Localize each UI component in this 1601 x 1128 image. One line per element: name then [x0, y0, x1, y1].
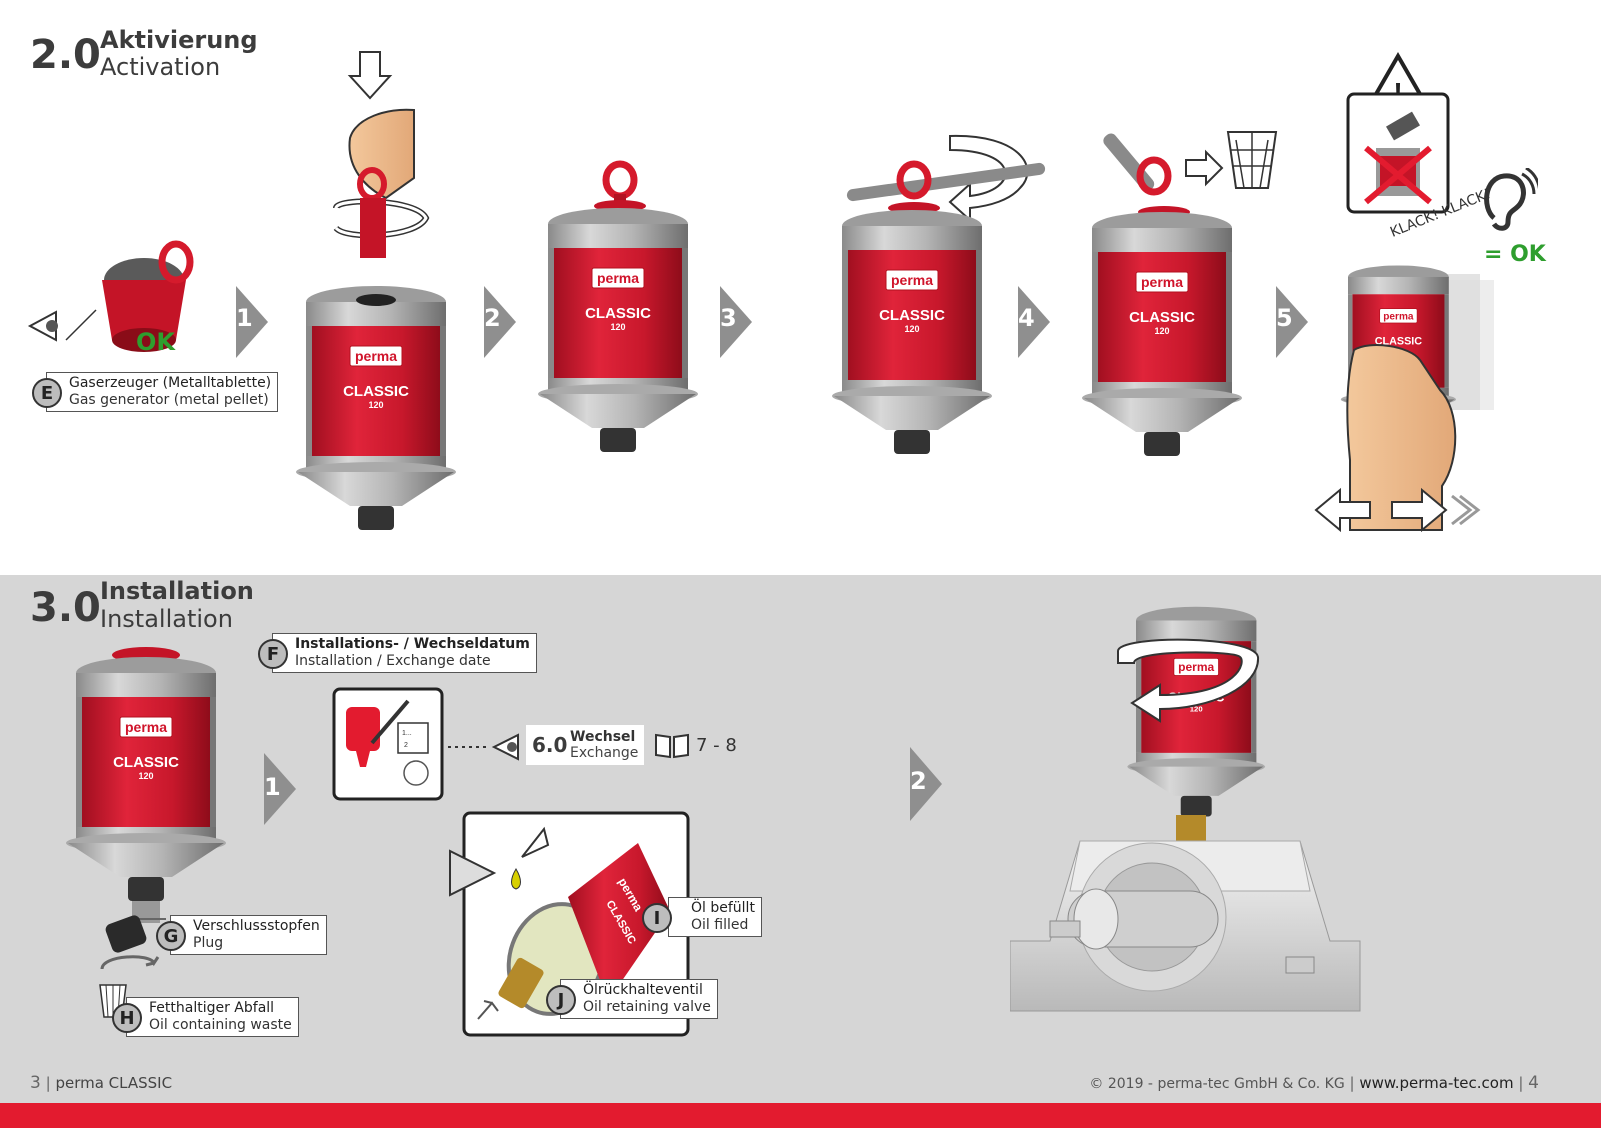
step-2-figure	[537, 160, 699, 453]
section-number: 2.0	[30, 32, 101, 78]
right-arrow-icon	[1185, 149, 1224, 187]
step-3-figure	[831, 134, 1046, 455]
refresh-icon	[403, 760, 429, 786]
section-title-de: Installation	[100, 577, 254, 605]
ok-equals-label: = OK	[1484, 242, 1546, 267]
section-title-de: Aktivierung	[100, 26, 258, 54]
date-marking-figure: 1... 2	[332, 687, 444, 801]
step-4-figure	[1081, 131, 1278, 457]
install-step-number-1: 1	[264, 773, 281, 801]
rotate-arrow-icon	[948, 134, 1029, 223]
prohibited-icon	[1364, 145, 1432, 205]
section-title-en: Installation	[100, 605, 233, 633]
exchange-ref-number: 6.0	[532, 733, 568, 757]
down-arrow-icon	[347, 51, 393, 100]
step-arrow-2	[484, 286, 516, 358]
step-number-4: 4	[1018, 304, 1035, 332]
footer-right: © 2019 - perma-tec GmbH & Co. KG | www.p…	[1089, 1073, 1539, 1093]
label-exchange-date: Installations- / Wechseldatum Installati…	[272, 633, 537, 673]
exchange-ref-en: Exchange	[570, 745, 639, 761]
step-5-figure	[1314, 265, 1494, 533]
footer-page-right: 4	[1528, 1073, 1539, 1093]
valve-icon	[498, 957, 544, 1009]
exchange-reference-box: 6.0 Wechsel Exchange	[526, 725, 644, 765]
ear-icon	[1484, 168, 1538, 231]
section-title-en: Activation	[100, 53, 221, 81]
step-arrow-5	[1276, 286, 1308, 358]
svg-text:1...: 1...	[402, 730, 412, 737]
book-icon	[655, 733, 689, 759]
rod-icon	[846, 162, 1046, 202]
hammer-icon	[1386, 111, 1420, 141]
footer-website[interactable]: www.perma-tec.com	[1359, 1074, 1514, 1092]
bearing-installation-figure	[1010, 606, 1361, 1012]
calendar-icon	[397, 722, 429, 754]
label-letter-j: J	[546, 985, 576, 1015]
step-number-3: 3	[720, 304, 737, 332]
warning-no-hammer-figure: !	[1346, 52, 1450, 214]
label-letter-g: G	[156, 921, 186, 951]
exchange-ref-pages: 7 - 8	[696, 735, 737, 756]
step-arrow-3	[720, 286, 752, 358]
install-step-arrow-2	[910, 747, 942, 821]
ok-label: OK	[136, 328, 175, 356]
footer-left: 3 | perma CLASSIC	[30, 1073, 173, 1093]
label-letter-f: F	[258, 639, 288, 669]
gas-generator-figure	[27, 240, 194, 352]
installation-lubricator-figure	[65, 647, 227, 923]
step-number-2: 2	[484, 304, 501, 332]
eye-bolt-icon	[1136, 156, 1172, 196]
step-number-1: 1	[236, 304, 253, 332]
footer-page-left: 3	[30, 1073, 41, 1093]
eye-dotted-line	[448, 733, 519, 761]
footer-product: perma CLASSIC	[55, 1074, 173, 1092]
footer-red-bar	[0, 1103, 1601, 1128]
plug-figure	[100, 915, 160, 970]
label-letter-e: E	[32, 378, 62, 408]
label-waste: Fetthaltiger Abfall Oil containing waste	[126, 997, 299, 1037]
step-arrow-4	[1018, 286, 1050, 358]
exchange-ref-de: Wechsel	[570, 729, 636, 745]
left-arrow-icon	[1314, 487, 1371, 533]
install-step-arrow-1	[264, 753, 296, 825]
footer-copyright: © 2019 - perma-tec GmbH & Co. KG	[1089, 1076, 1345, 1092]
pointing-hand-icon	[449, 849, 497, 897]
install-step-number-2: 2	[910, 767, 927, 795]
installation-section: 3.0 Installation Installation Verschluss…	[0, 575, 1601, 1103]
fitting-icon	[1176, 815, 1206, 843]
eye-bolt-icon	[602, 160, 638, 200]
label-gas-generator: Gaserzeuger (Metalltablette) Gas generat…	[46, 372, 279, 412]
oil-drop-icon	[511, 868, 521, 890]
pen-icon	[370, 699, 410, 745]
step-1-figure	[296, 51, 457, 531]
rotate-arrow-icon	[1117, 638, 1260, 723]
step-number-5: 5	[1276, 304, 1293, 332]
label-letter-h: H	[112, 1003, 142, 1033]
section-number: 3.0	[30, 585, 101, 631]
svg-text:2: 2	[404, 742, 408, 749]
eye-icon	[491, 733, 519, 761]
activation-section: 2.0 Aktivierung Activation OK Gaserzeuge…	[27, 26, 1546, 533]
label-oil-retaining-valve: Ölrückhalteventil Oil retaining valve	[560, 979, 718, 1019]
label-oil-filled: Öl befüllt Oil filled	[668, 897, 762, 937]
label-letter-i: I	[642, 903, 672, 933]
right-arrow-icon	[1391, 487, 1448, 533]
label-plug: Verschlussstopfen Plug	[170, 915, 327, 955]
hand-icon	[1346, 344, 1457, 531]
step-arrow-1	[236, 286, 268, 358]
oil-can-icon	[521, 826, 550, 858]
